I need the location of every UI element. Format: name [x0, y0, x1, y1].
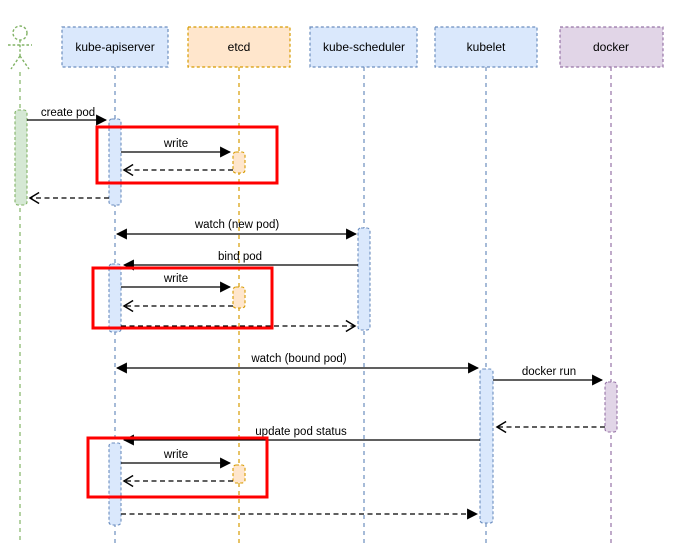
message-label-watch-bound-pod: watch (bound pod) — [250, 353, 346, 365]
activation-apiserver-3 — [108, 442, 122, 526]
activation-apiserver-2 — [108, 263, 122, 333]
actor-kubelet: kubelet — [434, 26, 538, 68]
actor-kube-scheduler: kube-scheduler — [309, 26, 418, 68]
actor-user — [8, 25, 32, 70]
activation-etcd-3 — [232, 464, 246, 484]
actor-box-kube-scheduler — [309, 26, 418, 68]
actor-label-kube-apiserver: kube-apiserver — [75, 40, 154, 54]
message-label-docker-run: docker run — [522, 366, 576, 378]
lifelines — [19, 67, 612, 543]
actor-kube-apiserver: kube-apiserver — [61, 26, 169, 68]
activation-etcd-2 — [232, 286, 246, 309]
activation-user — [14, 109, 28, 206]
actor-label-etcd: etcd — [228, 40, 251, 54]
actor-box-kube-apiserver — [61, 26, 169, 68]
stick-figure-leg-right — [19, 55, 30, 70]
actor-box-kubelet — [434, 26, 538, 68]
message-label-bind-pod: bind pod — [218, 251, 262, 263]
message-label-update-pod-status: update pod status — [255, 426, 347, 438]
actor-box-etcd — [187, 26, 291, 68]
activation-docker — [604, 381, 618, 433]
actor-box-docker — [559, 26, 664, 68]
message-label-write-1: write — [163, 138, 188, 150]
message-label-watch-new-pod: watch (new pod) — [194, 219, 280, 231]
stick-figure-head — [12, 25, 28, 41]
highlight-rectangles — [86, 125, 279, 499]
highlight-box-write-2 — [91, 266, 274, 330]
message-label-write-2: write — [163, 273, 188, 285]
actor-label-kube-scheduler: kube-scheduler — [323, 40, 405, 54]
actor-label-docker: docker — [593, 40, 629, 54]
actor-label-kubelet: kubelet — [467, 40, 506, 54]
message-label-write-3: write — [163, 449, 188, 461]
highlight-box-write-1 — [95, 125, 279, 185]
activation-scheduler — [357, 227, 371, 331]
highlight-box-write-3 — [86, 436, 269, 499]
messages: create pod write watch (new pod) bind po… — [27, 107, 605, 520]
actor-etcd: etcd — [187, 26, 291, 68]
activation-kubelet — [479, 368, 494, 524]
stick-figure-leg-left — [10, 55, 21, 70]
activation-bars — [14, 109, 618, 526]
activation-apiserver-1 — [108, 118, 122, 206]
message-label-create-pod: create pod — [41, 107, 95, 119]
actor-docker: docker — [559, 26, 664, 68]
activation-etcd-1 — [232, 151, 246, 174]
